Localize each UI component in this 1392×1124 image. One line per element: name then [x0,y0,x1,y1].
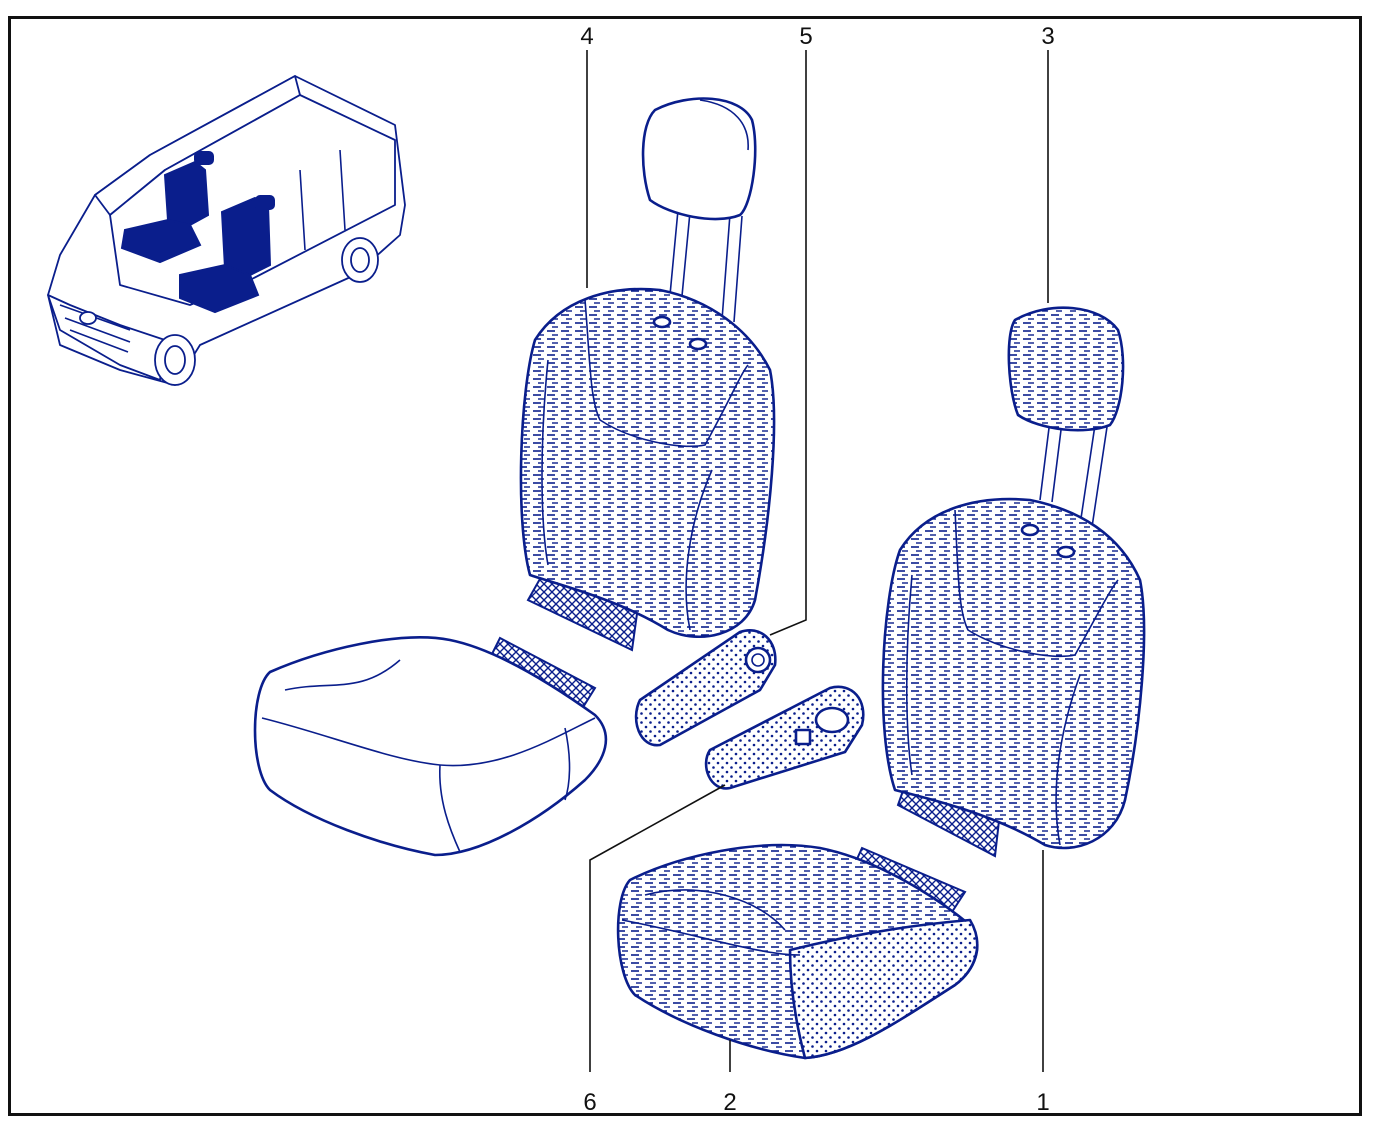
van-headrest-right [255,195,275,210]
callout-2: 2 [723,1089,736,1116]
callout-4: 4 [580,23,593,50]
leader-lines [586,50,1049,1072]
seat-cushion-plain [253,636,608,857]
van-headrest-left [194,151,214,165]
callout-3: 3 [1041,23,1054,50]
seat-back-4 [519,287,776,652]
headrest-3 [1007,306,1125,528]
headrest-rear [641,97,757,323]
van-thumbnail [47,75,406,386]
callout-6: 6 [583,1089,596,1116]
van-seat-right-cushion [179,263,260,314]
van-seat-left-back [163,160,210,227]
callout-5: 5 [799,23,812,50]
callout-1: 1 [1036,1089,1049,1116]
van-seat-left-cushion [120,218,202,264]
armrest-5 [634,629,777,747]
seat-back-1 [881,497,1146,858]
armrest-6 [704,685,865,790]
seat-cushion-2 [616,843,979,1060]
